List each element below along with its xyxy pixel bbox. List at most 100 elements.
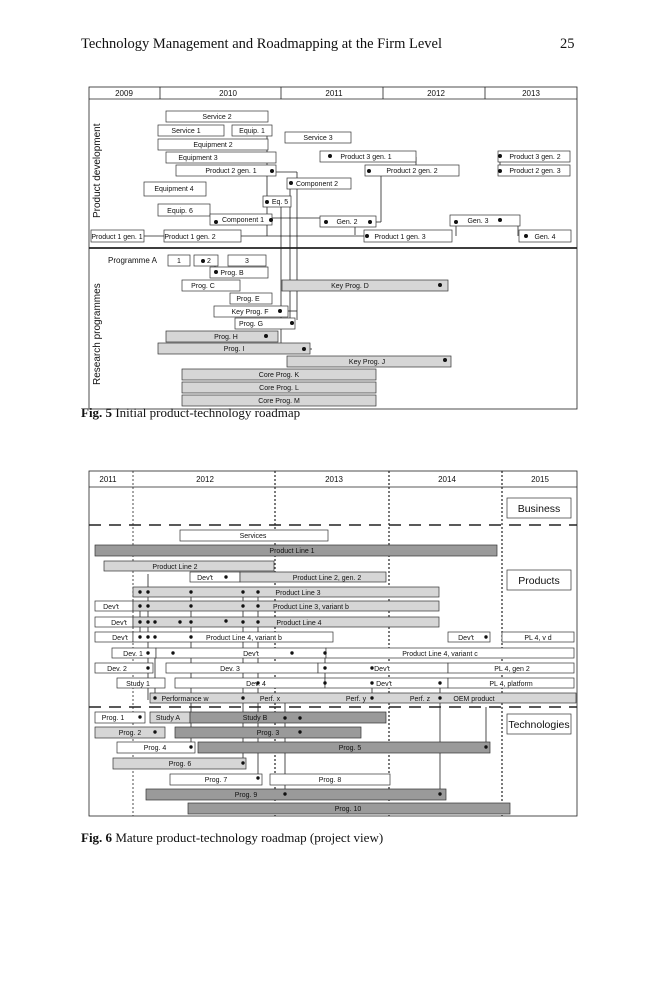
fig6-bar-study-b [189,711,387,724]
fig6-year: 2014 [438,475,456,484]
fig6-caption-text: Mature product-technology roadmap (proje… [112,830,384,845]
fig6-layer-products [506,569,572,591]
fig6-label: PL 4, platform [489,681,532,688]
fig6-year-separators [132,471,503,816]
fig5-bar-key-prog-f [213,305,289,318]
fig6-label: Dev. 2 [107,666,127,673]
fig6-label: Product Line 2, gen. 2 [293,575,362,582]
fig6-label: Performance w [161,696,209,703]
fig5-programme-a-label: Programme A [108,256,158,265]
fig6-label: Dev't [103,604,119,611]
fig5-bar-product-3-gen-2 [497,150,571,163]
fig5-label: Product 3 gen. 2 [509,154,560,161]
fig5-bar-equip-6 [157,203,211,217]
fig6-bar-prog-10 [187,802,511,815]
fig6-label: Study B [243,715,268,722]
fig6-label: Perf. x [260,696,281,703]
fig6-caption-label: Fig. 6 [81,830,113,845]
fig6-bar-prog-3 [174,726,362,739]
fig5-label: Prog. I [224,346,245,353]
fig6-bar-product-line-2 [103,560,275,572]
fig6-bar-product-line-4 [132,616,440,628]
fig5-bar-core-prog-l [181,381,377,394]
fig5-label: 3 [245,258,249,265]
fig6-layer-label: Business [518,503,561,515]
fig6-bar-product-line-2-gen-2 [239,571,387,583]
fig5-label: Equipment 3 [178,155,217,162]
figure-6: 2011 2012 2013 2014 2015 Business Produc… [88,470,578,817]
fig5-label: Equipment 2 [193,142,232,149]
fig5-section-research-programmes: Research programmes [92,283,103,385]
fig5-year: 2011 [325,89,343,98]
fig5-label: 2 [207,258,211,265]
fig6-label: Product Line 3, variant b [273,604,349,611]
fig6-label: Study 1 [126,681,150,688]
fig6-bar-services [179,529,329,542]
fig5-label: Eq. 5 [272,199,288,206]
fig5-bar-equipment-2 [157,138,269,151]
fig5-product-items: Service 2 Service 1 Equip. 1 Service 3 E… [90,110,572,243]
fig5-label: Core Prog. L [259,385,299,392]
fig5-label: Service 1 [171,128,200,135]
fig5-bar-product-2-gen-2 [364,164,460,177]
fig6-bar-pl4-gen-2 [447,662,575,674]
fig6-bar-pl4-vd [501,631,575,643]
fig5-label: Equipment 4 [154,186,193,193]
fig5-bar-service-1 [157,124,225,137]
fig5-bar-gen-3 [449,214,521,227]
fig6-bar-dev-3 [165,662,319,674]
fig5-label: Key Prog. F [232,309,269,316]
fig6-caption: Fig. 6 Mature product-technology roadmap… [81,830,383,846]
fig5-label: Key Prog. J [349,359,385,366]
fig6-label: Dev't [197,575,213,582]
fig6-label: Product Line 4, variant b [206,635,282,642]
fig5-label: 1 [177,258,181,265]
fig6-label: Dev't [376,681,392,688]
fig5-label: Prog. G [239,321,263,328]
fig6-bars: Services Product Line 1 Product Line 2 D… [94,529,577,815]
fig6-label: Prog. 8 [319,777,342,784]
fig6-label: Services [240,533,267,540]
fig5-caption: Fig. 5 Initial product-technology roadma… [81,405,300,421]
fig5-bar-prog-i [157,342,311,355]
fig5-link-dots [201,154,528,362]
fig6-label: Perf. z [410,696,431,703]
fig6-bar-prog-4 [116,741,196,754]
fig5-bar-service-2 [165,110,269,123]
fig5-research-items: Programme A 1 2 3 Prog. B Prog. C Key Pr… [108,254,452,407]
fig5-bar-prog-h [165,330,279,343]
fig6-label: OEM product [453,696,494,703]
fig5-label: Product 1 gen. 1 [91,234,142,241]
fig5-bar-key-prog-d [281,279,449,292]
fig6-bar-product-line-1 [94,544,498,557]
fig6-layer-label: Technologies [508,719,569,731]
fig5-label: Equip. 1 [239,128,265,135]
fig5-bar-component-2 [286,177,352,190]
fig6-label: Dev't [374,666,390,673]
fig5-bar-product-1-gen-2 [163,229,242,243]
fig6-bar-devt-pl4vd [447,631,491,643]
fig6-label: Prog. 9 [235,792,258,799]
fig5-year: 2010 [219,89,237,98]
fig6-label: Dev't [243,651,259,658]
fig5-bar-key-prog-j [286,355,452,368]
fig5-label: Service 3 [303,135,332,142]
fig5-label: Core Prog. K [259,372,300,379]
fig6-bar-prog-9 [145,788,447,801]
fig5-bar-product-2-gen-3 [497,164,571,177]
fig6-label: Study A [156,715,180,722]
fig6-label: Prog. 5 [339,745,362,752]
fig6-label: Product Line 4 [276,620,321,627]
fig6-bar-prog-5 [197,741,491,754]
fig5-label: Equip. 6 [167,208,193,215]
fig6-bar-prog-2 [94,726,166,739]
fig5-label: Gen. 3 [467,218,488,225]
fig5-bar-prog-g [234,317,296,330]
fig6-label: Prog. 7 [205,777,228,784]
fig5-bar-prog-b [209,266,269,279]
fig6-label: Product Line 4, variant c [402,651,478,658]
fig5-label: Product 2 gen. 1 [205,168,256,175]
fig6-label: Prog. 1 [102,715,125,722]
fig5-bar-product-2-gen-1 [175,164,277,177]
page-number: 25 [560,36,575,52]
